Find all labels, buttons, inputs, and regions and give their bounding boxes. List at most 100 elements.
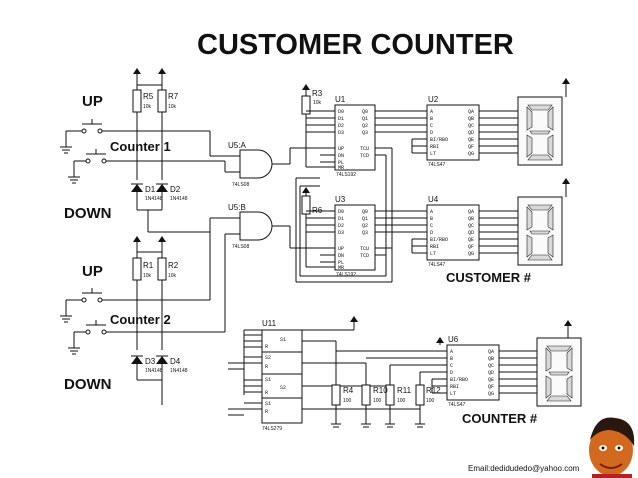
svg-text:R: R bbox=[265, 344, 268, 350]
svg-text:QB: QB bbox=[468, 116, 474, 122]
svg-text:QA: QA bbox=[488, 349, 494, 355]
svg-text:DN: DN bbox=[338, 153, 344, 159]
svg-text:Q1: Q1 bbox=[362, 216, 368, 222]
svg-text:QA: QA bbox=[468, 109, 474, 115]
svg-text:UP: UP bbox=[338, 146, 344, 152]
r2-label: R2 bbox=[168, 261, 179, 270]
svg-text:Q2: Q2 bbox=[362, 223, 368, 229]
svg-text:LT: LT bbox=[430, 251, 436, 257]
svg-text:R: R bbox=[265, 364, 268, 370]
u4-pin-names: A B C D BI/RBO RBI LT QA QB QC QD QE QF … bbox=[430, 209, 474, 257]
r12-value: 100 bbox=[426, 398, 435, 404]
r11-label: R11 bbox=[397, 386, 412, 395]
u2-part: 74LS47 bbox=[428, 162, 445, 168]
svg-text:S1: S1 bbox=[265, 377, 271, 383]
svg-text:DN: DN bbox=[338, 253, 344, 259]
svg-text:BI/RBO: BI/RBO bbox=[430, 237, 448, 243]
u3-part: 74LS192 bbox=[336, 272, 356, 278]
svg-text:A: A bbox=[450, 349, 453, 355]
r11-value: 100 bbox=[397, 398, 406, 404]
svg-text:BI/RBO: BI/RBO bbox=[430, 137, 448, 143]
svg-text:QD: QD bbox=[488, 370, 494, 376]
u5a-part: 74LS08 bbox=[232, 182, 249, 188]
svg-text:QB: QB bbox=[468, 216, 474, 222]
d3-part: 1N4148 bbox=[145, 368, 163, 374]
svg-text:A: A bbox=[430, 109, 433, 115]
label-up-1: UP bbox=[82, 93, 103, 110]
svg-text:A: A bbox=[430, 209, 433, 215]
r4-value: 100 bbox=[343, 398, 352, 404]
u11-label: U11 bbox=[262, 319, 277, 328]
svg-text:LT: LT bbox=[430, 151, 436, 157]
svg-text:QA: QA bbox=[468, 209, 474, 215]
author-avatar bbox=[589, 417, 635, 478]
r6-label: R6 bbox=[312, 206, 323, 215]
counter-chip-u1 bbox=[289, 84, 410, 171]
resistor-r4 bbox=[331, 384, 341, 406]
svg-text:D2: D2 bbox=[338, 223, 344, 229]
svg-text:B: B bbox=[430, 216, 433, 222]
r7-label: R7 bbox=[168, 92, 179, 101]
svg-text:PL: PL bbox=[338, 160, 344, 166]
resistor-r2 bbox=[157, 257, 167, 281]
u2-pin-names: A B C D BI/RBO RBI LT QA QB QC QD QE QF … bbox=[430, 109, 474, 157]
svg-text:D1: D1 bbox=[338, 116, 344, 122]
diode-d2 bbox=[156, 183, 168, 210]
r1-label: R1 bbox=[143, 261, 154, 270]
svg-text:QB: QB bbox=[488, 356, 494, 362]
svg-text:QC: QC bbox=[468, 123, 474, 129]
seven-segment-display-3 bbox=[536, 320, 582, 407]
d2-part: 1N4148 bbox=[170, 196, 188, 202]
svg-text:Q0: Q0 bbox=[362, 109, 368, 115]
svg-text:QC: QC bbox=[468, 223, 474, 229]
svg-text:QF: QF bbox=[468, 244, 474, 250]
u11-part: 74LS279 bbox=[262, 426, 282, 432]
svg-text:Q1: Q1 bbox=[362, 116, 368, 122]
push-button-up-1 bbox=[60, 119, 137, 154]
svg-text:MR: MR bbox=[338, 165, 344, 171]
u2-label: U2 bbox=[428, 95, 439, 104]
u4-part: 74LS47 bbox=[428, 262, 445, 268]
push-button-up-2 bbox=[60, 288, 137, 323]
svg-text:D3: D3 bbox=[338, 230, 344, 236]
u6-pin-names: A B C D BI/RBO RBI LT QA QB QC QD QE QF … bbox=[450, 349, 494, 397]
resistor-r7 bbox=[157, 89, 167, 113]
u6-label: U6 bbox=[448, 335, 459, 344]
u1-label: U1 bbox=[335, 95, 346, 104]
svg-text:Q3: Q3 bbox=[362, 130, 368, 136]
r1-value: 10k bbox=[143, 273, 152, 279]
svg-text:Q0: Q0 bbox=[362, 209, 368, 215]
svg-text:D3: D3 bbox=[338, 130, 344, 136]
r3-value: 10k bbox=[313, 100, 322, 106]
svg-text:RBI: RBI bbox=[450, 384, 459, 390]
u1-pin-names: D0 D1 D2 D3 UP DN PL MR Q0 Q1 Q2 Q3 TCU … bbox=[338, 109, 369, 171]
d2-label: D2 bbox=[170, 185, 181, 194]
page-title: CUSTOMER COUNTER bbox=[197, 29, 514, 61]
diode-d3 bbox=[131, 355, 143, 380]
svg-text:D: D bbox=[430, 130, 433, 136]
svg-text:QE: QE bbox=[488, 377, 494, 383]
svg-text:QE: QE bbox=[468, 237, 474, 243]
d3-label: D3 bbox=[145, 357, 156, 366]
resistor-r1 bbox=[132, 257, 142, 281]
u6-to-display-wires bbox=[499, 350, 537, 394]
svg-text:D1: D1 bbox=[338, 216, 344, 222]
svg-text:Q2: Q2 bbox=[362, 123, 368, 129]
svg-text:QG: QG bbox=[488, 391, 494, 397]
svg-text:S1: S1 bbox=[280, 337, 286, 343]
input-wiring bbox=[137, 130, 226, 333]
r3-label: R3 bbox=[312, 89, 323, 98]
u4-label: U4 bbox=[428, 195, 439, 204]
svg-text:TCD: TCD bbox=[360, 153, 369, 159]
svg-text:QE: QE bbox=[468, 137, 474, 143]
r10-label: R10 bbox=[373, 386, 388, 395]
u3-label: U3 bbox=[335, 195, 346, 204]
r4-label: R4 bbox=[343, 386, 354, 395]
svg-text:BI/RBO: BI/RBO bbox=[450, 377, 468, 383]
svg-text:S1: S1 bbox=[265, 401, 271, 407]
label-counter-number: COUNTER # bbox=[462, 411, 538, 426]
svg-text:R: R bbox=[265, 409, 268, 415]
counter-2-input-network: R1 R2 10k 10k bbox=[60, 236, 188, 405]
svg-text:QC: QC bbox=[488, 363, 494, 369]
